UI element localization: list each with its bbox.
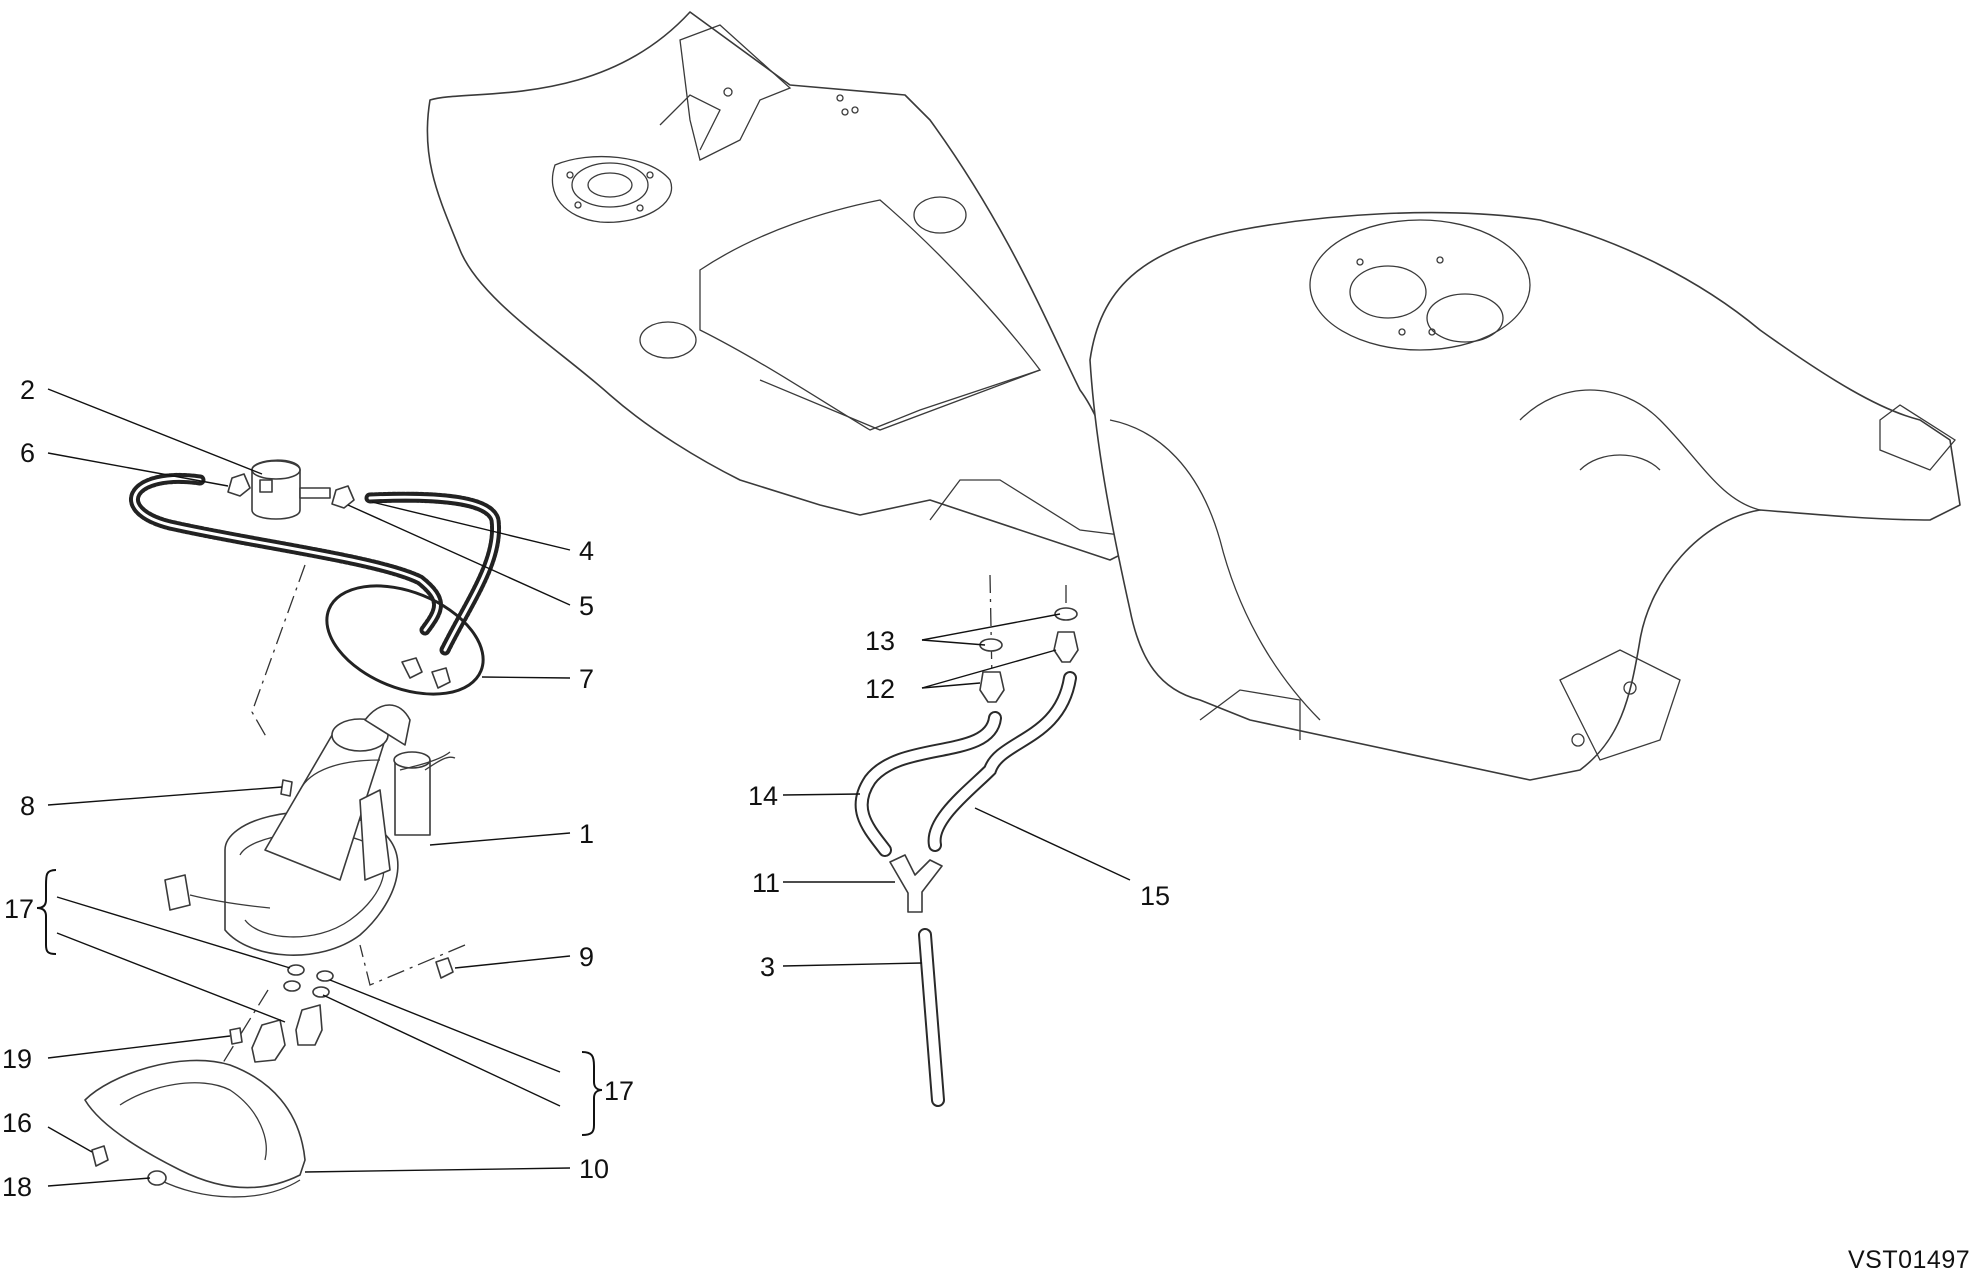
callout-13: 13 <box>865 626 895 656</box>
washer-part <box>283 980 301 992</box>
callout-9: 9 <box>579 942 594 972</box>
connector-part <box>251 1019 286 1063</box>
fitting-part <box>979 671 1005 703</box>
callout-11: 11 <box>752 868 780 898</box>
fuel-pump-assembly <box>84 459 502 1198</box>
callout-6: 6 <box>20 438 35 468</box>
callout-18: 18 <box>2 1172 32 1202</box>
clip-part <box>401 657 423 679</box>
vent-hose-assembly <box>854 607 1079 1107</box>
screw-part <box>91 1145 109 1167</box>
clip-part <box>431 667 451 689</box>
callout-8: 8 <box>20 791 35 821</box>
bottom-cover-part <box>84 1059 306 1198</box>
connector-part <box>295 1004 323 1046</box>
callout-16: 16 <box>2 1108 32 1138</box>
screw-part <box>435 957 454 979</box>
callout-7: 7 <box>579 664 594 694</box>
callout-19: 19 <box>2 1044 32 1074</box>
washer-part <box>312 986 330 998</box>
brace-left <box>36 869 57 955</box>
callout-3: 3 <box>760 952 775 982</box>
brace-right <box>581 1051 603 1136</box>
callout-1: 1 <box>579 819 594 849</box>
fuel-pump-part <box>164 704 456 956</box>
nut-part <box>147 1170 167 1186</box>
fitting-part <box>1053 631 1079 663</box>
fitting-part <box>229 1027 243 1045</box>
callout-17-right: 17 <box>604 1076 634 1106</box>
t-connector-part <box>889 854 943 913</box>
o-ring-part <box>325 584 485 696</box>
callout-14: 14 <box>748 781 778 811</box>
callout-10: 10 <box>579 1154 609 1184</box>
washer-part <box>1054 607 1078 621</box>
callout-2: 2 <box>20 375 35 405</box>
callout-4: 4 <box>579 536 594 566</box>
drawing-code: VST01497 <box>1848 1246 1970 1273</box>
fuel-tank <box>426 11 1961 781</box>
callout-15: 15 <box>1140 881 1170 911</box>
clamp-part <box>227 473 251 497</box>
washer-part <box>316 970 334 982</box>
leader-lines <box>47 388 1131 1187</box>
callout-5: 5 <box>579 591 594 621</box>
fuel-filter-part <box>251 459 331 520</box>
callout-17-left: 17 <box>4 894 34 924</box>
clamp-part <box>331 485 355 509</box>
washer-part <box>287 964 305 976</box>
callout-12: 12 <box>865 674 895 704</box>
screw-part <box>280 779 293 797</box>
